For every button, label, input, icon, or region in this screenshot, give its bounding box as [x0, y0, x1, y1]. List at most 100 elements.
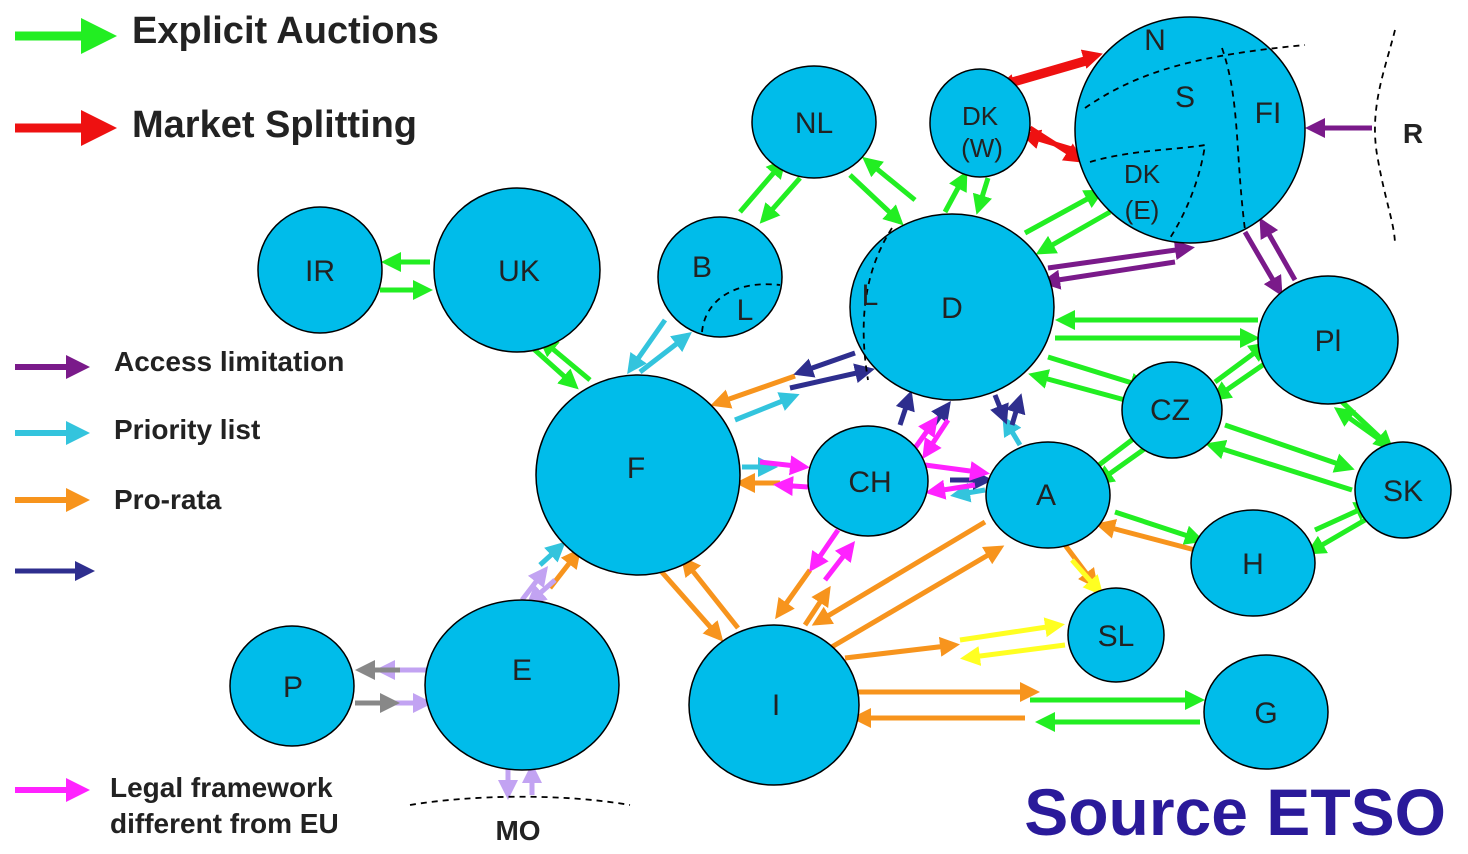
arrow-f-ch-legal — [759, 455, 810, 476]
label-nordic-s: S — [1175, 81, 1195, 114]
node-p — [229, 625, 355, 747]
arrow-f-d-navy — [789, 363, 875, 391]
border-nordic-s-dke — [1089, 143, 1207, 239]
arrow-f-d-priority — [734, 392, 800, 423]
arrow-nl-d — [848, 173, 904, 226]
arrow-d-dkw — [942, 170, 968, 214]
node-sl — [1067, 587, 1165, 683]
label-a: A — [1036, 479, 1056, 512]
arrow-f-i — [658, 568, 724, 642]
label-dk-w-1: DK — [962, 101, 999, 131]
node-i — [688, 624, 860, 786]
label-nordic-dk-e-2: (E) — [1125, 195, 1160, 225]
arrow-pl-cz — [1210, 357, 1272, 401]
source-caption: Source ETSO — [1024, 775, 1446, 849]
label-nordic-n: N — [1144, 24, 1166, 57]
arrow-d-f-navy — [793, 350, 856, 378]
arrow-a-d-navy-2 — [1006, 393, 1026, 426]
arrow-f-b — [638, 331, 692, 374]
node-ir — [257, 206, 383, 334]
label-e: E — [512, 654, 532, 687]
arrow-dkw-n — [1004, 49, 1103, 85]
arrow-sk-pl — [1333, 407, 1385, 445]
arrow-nordic-pl — [1242, 230, 1283, 297]
arrow-ch-i-legal — [809, 528, 841, 573]
label-i: I — [772, 689, 780, 722]
node-e — [424, 599, 620, 771]
border-nordic-n-s — [1084, 44, 1306, 109]
arrow-i-f — [680, 556, 740, 630]
arrow-sl-i-yellow — [960, 642, 1066, 666]
arrow-d-nl — [862, 156, 917, 202]
arrow-i-a-1 — [828, 545, 1005, 651]
arrow-sk-cz — [1205, 439, 1353, 493]
arrow-ch-d-navy — [895, 390, 915, 426]
arrow-sk-h — [1305, 517, 1367, 555]
label-g: G — [1254, 697, 1277, 730]
arrow-cz-d — [1028, 369, 1126, 403]
arrow-e-f-lilac — [520, 566, 549, 602]
label-b-l: L — [737, 294, 754, 327]
label-sk: SK — [1383, 475, 1423, 508]
label-mo: MO — [495, 815, 540, 846]
arrow-a-d-navy — [990, 394, 1009, 425]
arrow-nordic-d — [1035, 209, 1112, 255]
label-cz: CZ — [1150, 394, 1190, 427]
arrow-pl-nordic — [1259, 217, 1298, 282]
node-ch — [807, 425, 929, 537]
label-dk-w-2: (W) — [961, 133, 1003, 163]
label-d: D — [941, 292, 963, 325]
arrow-dke-dkw — [1020, 129, 1076, 153]
arrow-b-f — [627, 318, 668, 375]
label-nl: NL — [795, 107, 833, 140]
arrow-d-cz — [1047, 354, 1150, 393]
arrow-a-sl-yellow — [1070, 558, 1104, 596]
label-pl: Pl — [1315, 325, 1342, 358]
label-h: H — [1242, 548, 1264, 581]
legend-explicit-auctions: Explicit Auctions — [132, 10, 439, 52]
node-b — [657, 216, 783, 338]
node-pl — [1257, 275, 1399, 405]
legend-pro-rata: Pro-rata — [114, 484, 222, 515]
border-r-frontier — [1374, 29, 1396, 246]
arrow-d-nordic-limited — [1047, 240, 1195, 271]
border-nordic-s-fi — [1221, 47, 1246, 231]
arrow-i-sl — [844, 636, 960, 661]
arrow-cz-pl — [1213, 342, 1270, 385]
arrow-d-f — [710, 373, 796, 409]
arrow-ch-a-legal — [924, 461, 990, 481]
node-a — [985, 441, 1111, 549]
label-b: B — [692, 251, 712, 284]
arrow-a-ch-legal — [925, 479, 976, 500]
node-labels: IR UK B L NL DK (W) N S FI DK (E) R D L … — [283, 24, 1423, 846]
node-h — [1190, 509, 1316, 617]
arrow-a-i-1 — [811, 519, 987, 626]
label-uk: UK — [498, 255, 540, 288]
arrow-e-f-priority — [538, 541, 566, 567]
label-ch: CH — [848, 466, 891, 499]
node-cz — [1121, 361, 1223, 459]
arrow-a-h — [1114, 509, 1205, 545]
legend-arrows — [15, 18, 117, 802]
arrow-cz-sk — [1224, 422, 1355, 473]
label-nordic-fi: FI — [1255, 97, 1282, 130]
arrow-ch-i — [775, 568, 813, 620]
label-nordic-dk-e-1: DK — [1124, 159, 1161, 189]
label-sl: SL — [1098, 620, 1135, 653]
arrow-d-nordic — [1023, 189, 1105, 236]
arrow-b-nl — [738, 158, 787, 214]
border-b-l — [701, 283, 781, 333]
arrow-dkw-d — [972, 177, 993, 215]
arrow-ch-f-legal — [773, 476, 809, 496]
nodes — [229, 16, 1452, 786]
node-sk — [1354, 441, 1452, 539]
border-mo-frontier — [409, 795, 631, 806]
arrow-ch-d-legal — [912, 415, 938, 450]
node-g — [1203, 654, 1329, 770]
arrow-a-ch — [950, 482, 986, 503]
label-p: P — [283, 671, 303, 704]
border-d-l — [862, 227, 893, 381]
node-nordic — [1074, 16, 1306, 244]
arrow-h-a — [1095, 519, 1196, 553]
arrow-i-sl-yellow — [959, 617, 1065, 643]
